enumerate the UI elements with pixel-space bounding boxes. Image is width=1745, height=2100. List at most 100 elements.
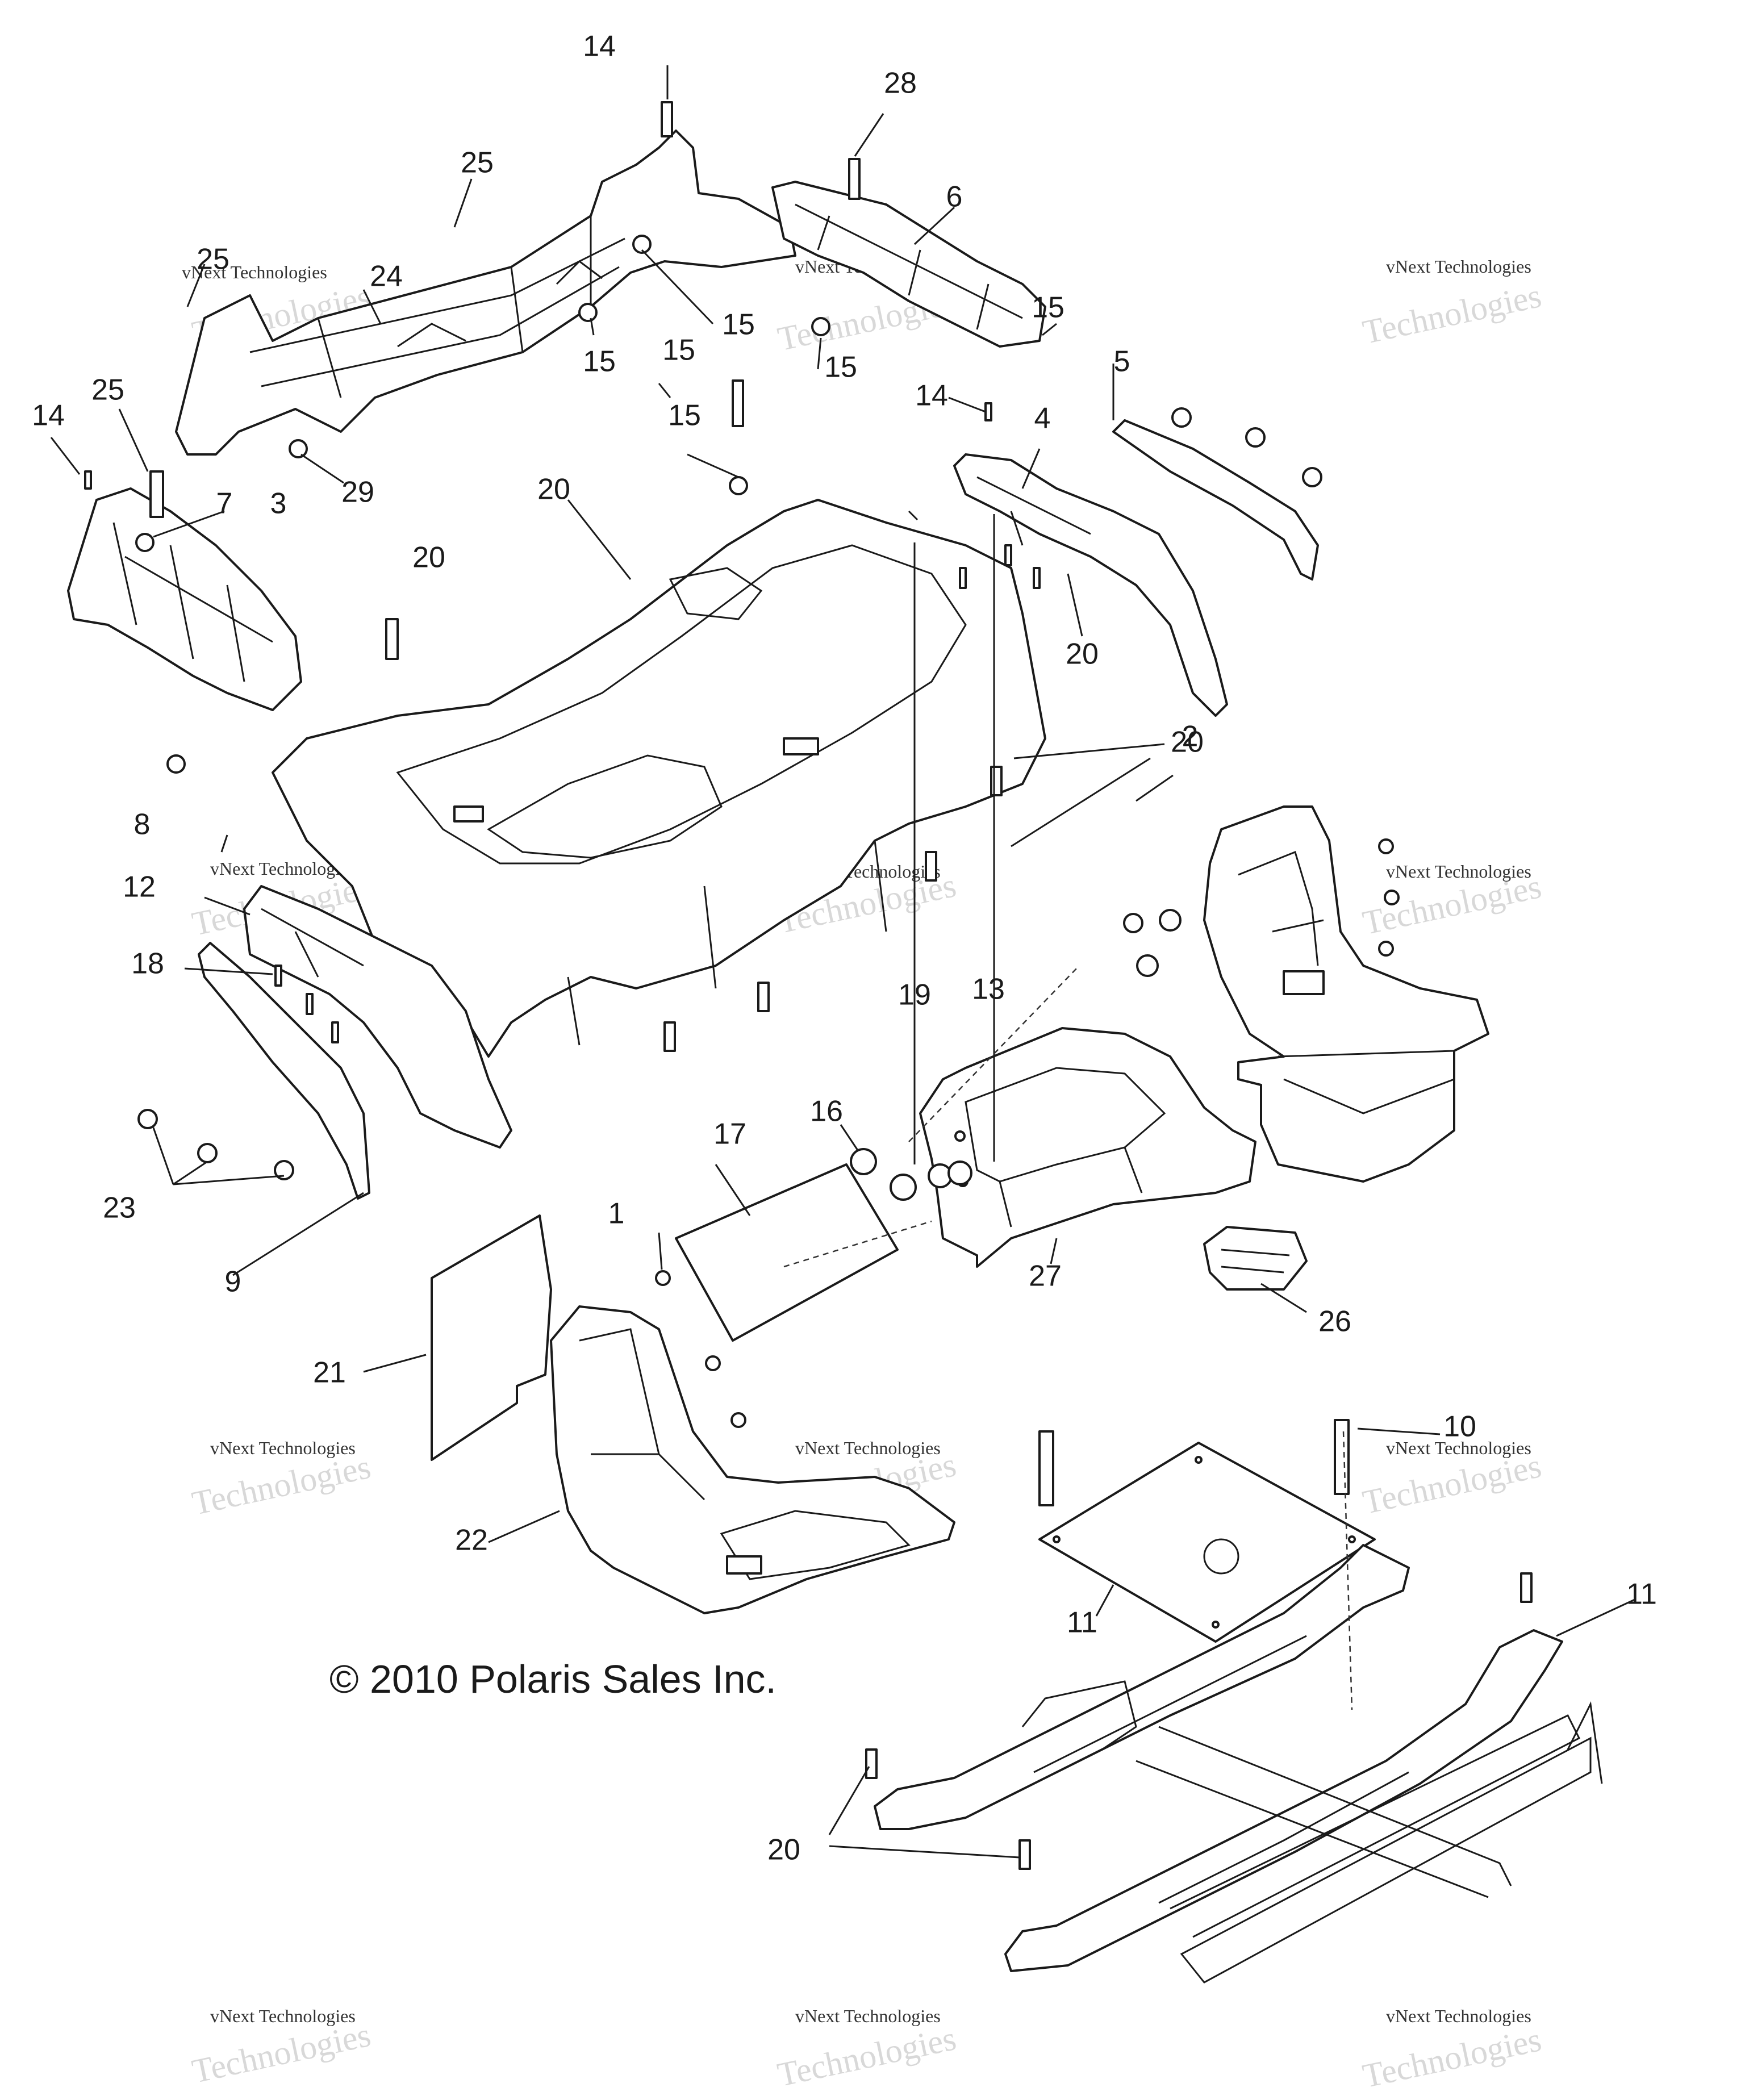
callout-15: 15	[1032, 291, 1064, 324]
callout-10: 22	[455, 1524, 488, 1557]
part-4-right-fender	[953, 453, 1228, 717]
callout-28: 28	[884, 67, 917, 100]
push-rivet-icon	[274, 1160, 294, 1180]
bolt-icon	[663, 1021, 676, 1052]
callout-7: 3	[270, 487, 287, 520]
callout-13: 23	[103, 1192, 136, 1225]
push-rivet-icon	[137, 1109, 158, 1129]
callout-15: 15	[824, 351, 857, 384]
watermark-big: Technologies	[189, 2016, 374, 2090]
washer-icon	[1123, 913, 1143, 933]
watermark-text: vNext Technologies	[210, 1438, 356, 1458]
callout-26: 21	[313, 1356, 346, 1389]
screw-icon	[274, 965, 282, 987]
part-26-sheet	[431, 1214, 552, 1461]
watermark-text: vNext Technologies	[210, 2006, 356, 2026]
push-rivet-icon	[1171, 407, 1192, 428]
callout-14: 15	[662, 334, 695, 367]
part-8-storage-bin	[1203, 805, 1489, 1183]
watermark-text: vNext Technologies	[795, 2006, 941, 2026]
watermark-big: Technologies	[189, 1448, 374, 1522]
callout-15: 15	[722, 308, 755, 341]
part-10-tray	[550, 1305, 955, 1614]
nut-icon	[289, 439, 308, 458]
callout-15: 8	[134, 808, 151, 841]
screw-icon	[1384, 890, 1400, 905]
grommet-icon	[1136, 954, 1159, 977]
part-1-trim	[198, 942, 370, 1200]
callout-17: 1	[608, 1197, 625, 1230]
screw-icon	[655, 1270, 671, 1286]
nut-icon	[578, 303, 598, 322]
nut-icon	[135, 533, 155, 552]
bolt-icon	[149, 470, 164, 518]
callout-14: 14	[583, 30, 616, 63]
nut-icon	[166, 754, 186, 774]
leader-lines	[50, 65, 1637, 1859]
callout-8: 2	[1182, 720, 1199, 753]
callout-4: 4	[1034, 402, 1051, 435]
callout-19: 13	[972, 973, 1005, 1006]
callout-29: 7	[216, 487, 233, 520]
copyright-notice: © 2010 Polaris Sales Inc.	[329, 1657, 777, 1701]
callout-20: 20	[1171, 726, 1204, 759]
callout-18: 19	[898, 979, 931, 1012]
nut-icon	[811, 317, 830, 336]
grommet-icon	[1159, 909, 1182, 932]
callout-25: 25	[91, 374, 124, 407]
nut-icon	[729, 476, 748, 495]
watermark-big: Technologies	[774, 2019, 959, 2094]
screw-icon	[1378, 941, 1394, 957]
bolt-icon	[385, 618, 399, 660]
screw-icon	[331, 1021, 339, 1043]
screw-icon	[1378, 838, 1394, 854]
callout-22: 11	[1067, 1606, 1097, 1639]
callout-20: 20	[412, 541, 445, 574]
screw-icon	[984, 402, 992, 421]
callout-5: 5	[1114, 345, 1130, 378]
watermark-big: Technologies	[1359, 2020, 1544, 2095]
part-6-right-rail	[771, 181, 1046, 348]
callout-20: 20	[767, 1834, 800, 1867]
part-16-panel	[675, 1163, 932, 1342]
callout-9: 27	[1029, 1260, 1062, 1293]
part-11-frame-rails	[874, 1544, 1563, 1972]
screw-icon	[1033, 567, 1041, 589]
watermark-text: vNext Technologies	[1386, 2006, 1531, 2026]
watermark-big: Technologies	[1359, 277, 1544, 351]
screw-icon	[730, 1412, 746, 1428]
callout-16: 17	[713, 1118, 746, 1151]
callout-2: 12	[123, 871, 156, 904]
callout-12: 18	[131, 947, 164, 980]
grommet-icon	[947, 1160, 972, 1185]
screw-icon	[705, 1355, 721, 1371]
callout-15: 15	[583, 345, 616, 378]
part-9-console	[919, 1027, 1256, 1268]
plate-hole	[1203, 1538, 1239, 1575]
leader-dash	[783, 1220, 932, 1268]
grommet-icon	[890, 1174, 917, 1201]
bolt-icon	[1520, 1572, 1533, 1603]
screw-icon	[1004, 544, 1012, 566]
callout-11: 11	[1626, 1578, 1657, 1611]
bolt-icon	[1018, 1839, 1031, 1870]
bolt-icon	[848, 158, 861, 200]
callout-14: 14	[915, 379, 948, 412]
callout-1: 9	[225, 1266, 241, 1299]
bolt-icon	[732, 379, 744, 427]
push-rivet-icon	[1302, 467, 1322, 487]
callout-labels: 14 28 25 6 25 24 15 15 15 15 15 14 5 14 …	[32, 30, 1657, 1867]
part-5-trim	[1112, 419, 1319, 581]
watermark-text: vNext Technologies	[1386, 256, 1531, 277]
part-7-left-panel	[67, 487, 302, 711]
screw-icon	[959, 567, 967, 589]
push-rivet-icon	[197, 1143, 218, 1163]
bolt-icon	[925, 851, 937, 882]
callout-15: 29	[341, 476, 374, 509]
bolt-icon	[757, 982, 770, 1012]
nut-icon	[632, 235, 652, 254]
callout-6: 6	[946, 181, 963, 214]
callout-24: 24	[370, 260, 403, 293]
screw-icon	[84, 470, 92, 490]
